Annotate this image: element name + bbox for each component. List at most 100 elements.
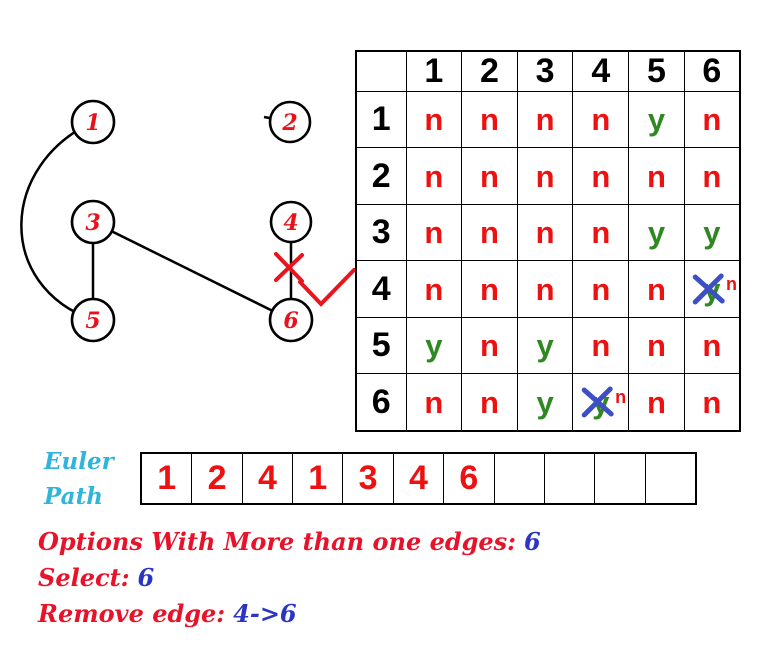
matrix-cell-value: n [480,328,499,364]
matrix-cell: n [683,316,741,375]
matrix-cell: n [572,203,630,262]
matrix-cell: n [683,373,741,432]
euler-path-label: Euler Path [44,444,114,514]
select-value: 6 [137,563,155,592]
matrix-cell: y [516,373,574,432]
matrix-cell: n [572,316,630,375]
matrix-cell-value: n [424,271,444,307]
removed-edge-red-x-icon [274,252,304,283]
remove-edge-value: 4->6 [233,599,297,628]
matrix-cell: n [628,147,685,205]
matrix-cell-value: n [591,102,611,138]
matrix-row-header: 2 [355,147,407,205]
matrix-col-header-6: 6 [683,50,741,92]
matrix-cell-value: n [591,271,611,307]
euler-path-cell [646,454,695,503]
matrix-row-header: 5 [355,316,407,375]
matrix-cell: y [516,316,574,375]
matrix-cell-value: n [702,384,722,420]
matrix-cell-value: y [536,328,554,364]
matrix-cell-value: y [647,215,666,251]
options-line: Options With More than one edges:6 [38,527,541,556]
matrix-row-header: 3 [355,203,407,262]
matrix-cell-value: n [591,328,611,364]
edge-3-6 [92,220,292,322]
matrix-cell: n [461,260,518,318]
matrix-cell-value: n [702,158,722,194]
matrix-cell: y [405,316,463,375]
remove-edge-line: Remove edge:4->6 [38,599,297,628]
matrix-cell-value: n [702,102,722,138]
matrix-cell: n [405,373,463,432]
matrix-header-row: 1 2 3 4 5 6 [355,50,741,92]
edge-1-5 [20,120,94,322]
euler-path-cell: 4 [243,454,294,503]
euler-path-cell [595,454,646,503]
matrix-cell-value: n [480,102,499,138]
matrix-cell-value: n [424,102,444,138]
matrix-cell: n [683,90,741,149]
blue-x-icon [689,272,727,306]
matrix-cell: y [683,203,741,262]
matrix-cell-value: n [424,215,444,251]
matrix-cell-value: n [535,158,555,194]
matrix-cell: n [405,147,463,205]
node-label-2: 2 [281,110,297,136]
matrix-cell-value: n [646,328,666,364]
matrix-cell: n [628,260,685,318]
options-label: Options With More than one edges: [38,527,517,556]
matrix-col-header-3: 3 [516,50,574,92]
matrix-cell: n [516,90,574,149]
matrix-cell: n [572,260,630,318]
matrix-cell: n [461,373,518,432]
graph-node-6: 6 [268,297,314,343]
matrix-row-header: 4 [355,260,407,318]
euler-path-cell: 2 [192,454,243,503]
node-label-4: 4 [283,210,298,236]
euler-path-cell: 4 [394,454,445,503]
matrix-cell: n [628,316,685,375]
matrix-cell-value: n [591,215,611,251]
matrix-cell-value: n [480,215,499,251]
matrix-cell-value: n [535,271,555,307]
replacement-value: n [726,274,737,295]
matrix-cell: n [461,203,518,262]
graph-node-2: 2 [268,100,312,144]
matrix-cell-value: n [424,158,444,194]
euler-path-cell: 6 [444,454,495,503]
select-line: Select:6 [38,563,154,592]
matrix-cell: n [516,260,574,318]
matrix-row-header: 1 [355,90,407,149]
graph-node-5: 5 [70,297,116,343]
node-label-5: 5 [85,308,100,334]
matrix-cell-value: y [425,328,443,364]
matrix-col-header-1: 1 [405,50,463,92]
euler-label-line2: Path [44,483,103,510]
matrix-cell-value: n [535,215,555,251]
matrix-cell-value: y [703,215,721,251]
matrix-cell-value: n [702,328,722,364]
graph-node-1: 1 [70,99,116,145]
matrix-cell: n [405,90,463,149]
remove-edge-label: Remove edge: [38,599,226,628]
euler-label-line1: Euler [44,448,114,475]
matrix-cell-value: n [480,158,499,194]
euler-path-cell [545,454,596,503]
graph-node-4: 4 [269,200,313,244]
matrix-cell: n [516,147,574,205]
select-label: Select: [38,563,130,592]
euler-path-cell: 1 [293,454,344,503]
matrix-col-header-2: 2 [461,50,518,92]
replacement-value: n [615,387,627,408]
matrix-cell-value: n [480,271,499,307]
matrix-cell: n [405,203,463,262]
